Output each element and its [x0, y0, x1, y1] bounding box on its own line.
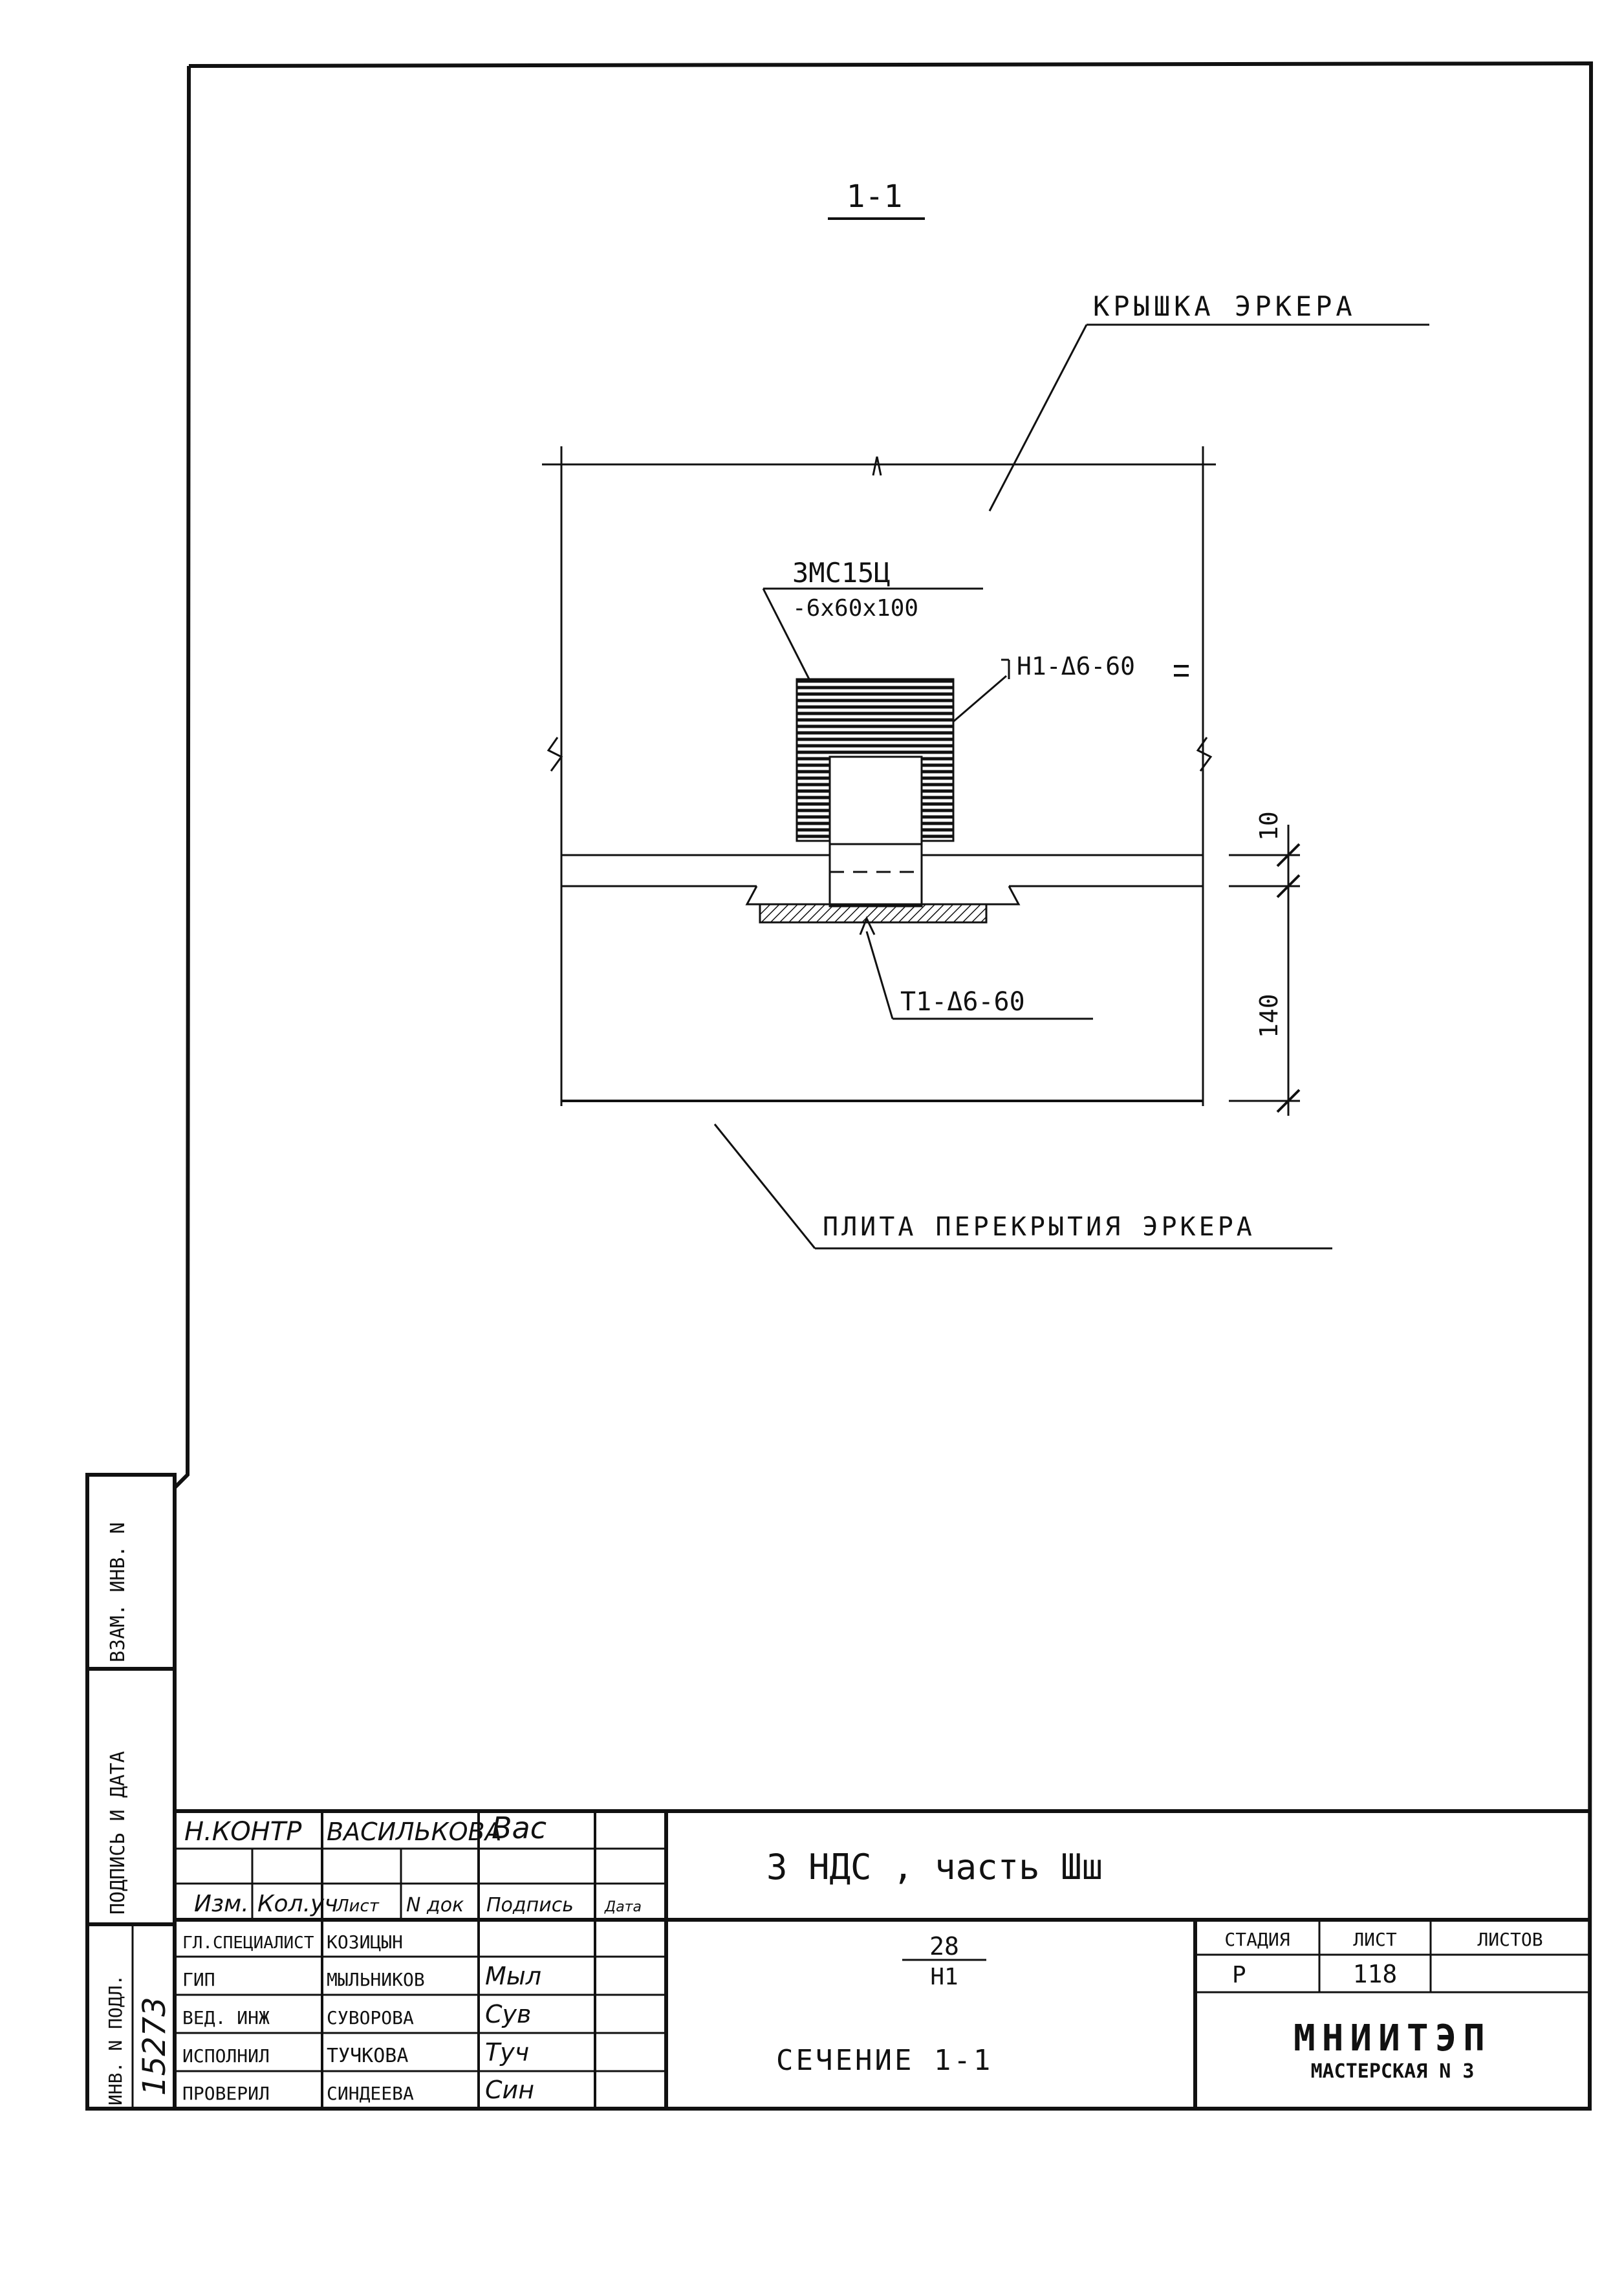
- header-list: Лист: [336, 1896, 380, 1916]
- orig-inv-label: ИНВ. N ПОДЛ.: [105, 1975, 126, 2105]
- cover-outline: [542, 446, 1216, 1106]
- dim-top-gap: 10: [1255, 811, 1283, 841]
- weld-bottom-label: Т1-Δ6-60: [900, 987, 1025, 1017]
- sheet-value: 118: [1353, 1960, 1398, 1988]
- plate-mark-label: ЗМС15Ц: [792, 557, 891, 589]
- row-role-1: ГЛ.СПЕЦИАЛИСТ: [182, 1933, 314, 1953]
- norm-control-name: ВАСИЛЬКОВА: [327, 1818, 502, 1846]
- sheet-title: СЕЧЕНИЕ 1-1: [776, 2044, 993, 2077]
- weld-callout-bottom: Т1-Δ6-60: [859, 916, 1093, 1020]
- norm-control-signature: Вас: [492, 1810, 547, 1845]
- header-doc: N док: [406, 1894, 464, 1917]
- stage-value: Р: [1232, 1962, 1246, 1988]
- row-signature-3: Сув: [485, 2000, 531, 2028]
- stage-label: СТАДИЯ: [1224, 1929, 1290, 1950]
- side-strip: ВЗАМ. ИНВ. N ПОДПИСЬ И ДАТА ИНВ. N ПОДЛ.…: [85, 1473, 177, 2111]
- title-block: Н.КОНТР ВАСИЛЬКОВА Вас Изм. Кол.уч Лист …: [175, 1809, 1590, 2109]
- org-unit: МАСТЕРСКАЯ N 3: [1311, 2060, 1475, 2083]
- sheet-frame: [87, 61, 1594, 2111]
- row-name-4: ТУЧКОВА: [327, 2045, 408, 2067]
- sheet-label: ЛИСТ: [1353, 1929, 1397, 1950]
- header-sign: Подпись: [486, 1894, 574, 1917]
- section-mark-label: 1-1: [847, 179, 903, 215]
- row-signature-2: Мыл: [485, 1962, 541, 1990]
- weld-top-label: Н1-Δ6-60: [1017, 652, 1135, 680]
- ref-inv-label: ВЗАМ. ИНВ. N: [107, 1522, 129, 1662]
- row-role-2: ГИП: [182, 1969, 215, 1990]
- header-date: Дата: [604, 1899, 642, 1915]
- sign-date-label: ПОДПИСЬ И ДАТА: [107, 1751, 129, 1915]
- embedded-plate: [796, 678, 955, 907]
- cover-callout: КРЫШКА ЭРКЕРА: [988, 290, 1429, 512]
- sheets-label: ЛИСТОВ: [1477, 1929, 1543, 1950]
- sheet-code-bottom: Н1: [930, 1964, 958, 1990]
- dim-slab-height: 140: [1255, 994, 1283, 1038]
- org-name: МНИИТЭП: [1294, 2017, 1491, 2059]
- orig-inv-value: 15273: [136, 1997, 173, 2096]
- row-signature-4: Туч: [485, 2038, 529, 2067]
- slab-callout: ПЛИТА ПЕРЕКРЫТИЯ ЭРКЕРА: [713, 1124, 1332, 1250]
- section-mark: 1-1: [828, 179, 925, 220]
- floor-slab: [561, 854, 1203, 1102]
- project-title: 3 НДС , часть Шш: [766, 1847, 1103, 1887]
- row-role-3: ВЕД. ИНЖ: [182, 2007, 270, 2028]
- sheet-code-top: 28: [929, 1932, 959, 1961]
- cover-label: КРЫШКА ЭРКЕРА: [1093, 290, 1356, 322]
- row-name-2: МЫЛЬНИКОВ: [327, 1969, 425, 1990]
- dimension-chain: 10 140: [1229, 811, 1301, 1116]
- slab-label: ПЛИТА ПЕРЕКРЫТИЯ ЭРКЕРА: [823, 1212, 1255, 1242]
- header-kol: Кол.уч: [257, 1891, 338, 1917]
- row-role-5: ПРОВЕРИЛ: [182, 2083, 270, 2104]
- row-signature-5: Син: [485, 2076, 534, 2104]
- row-name-5: СИНДЕЕВА: [327, 2083, 414, 2104]
- plate-size-label: -6x60x100: [792, 595, 918, 622]
- header-izm: Изм.: [194, 1891, 249, 1917]
- norm-control-role: Н.КОНТР: [184, 1817, 302, 1847]
- row-name-3: СУВОРОВА: [327, 2007, 414, 2028]
- row-role-4: ИСПОЛНИЛ: [182, 2045, 270, 2067]
- row-name-1: КОЗИЦЫН: [327, 1931, 403, 1953]
